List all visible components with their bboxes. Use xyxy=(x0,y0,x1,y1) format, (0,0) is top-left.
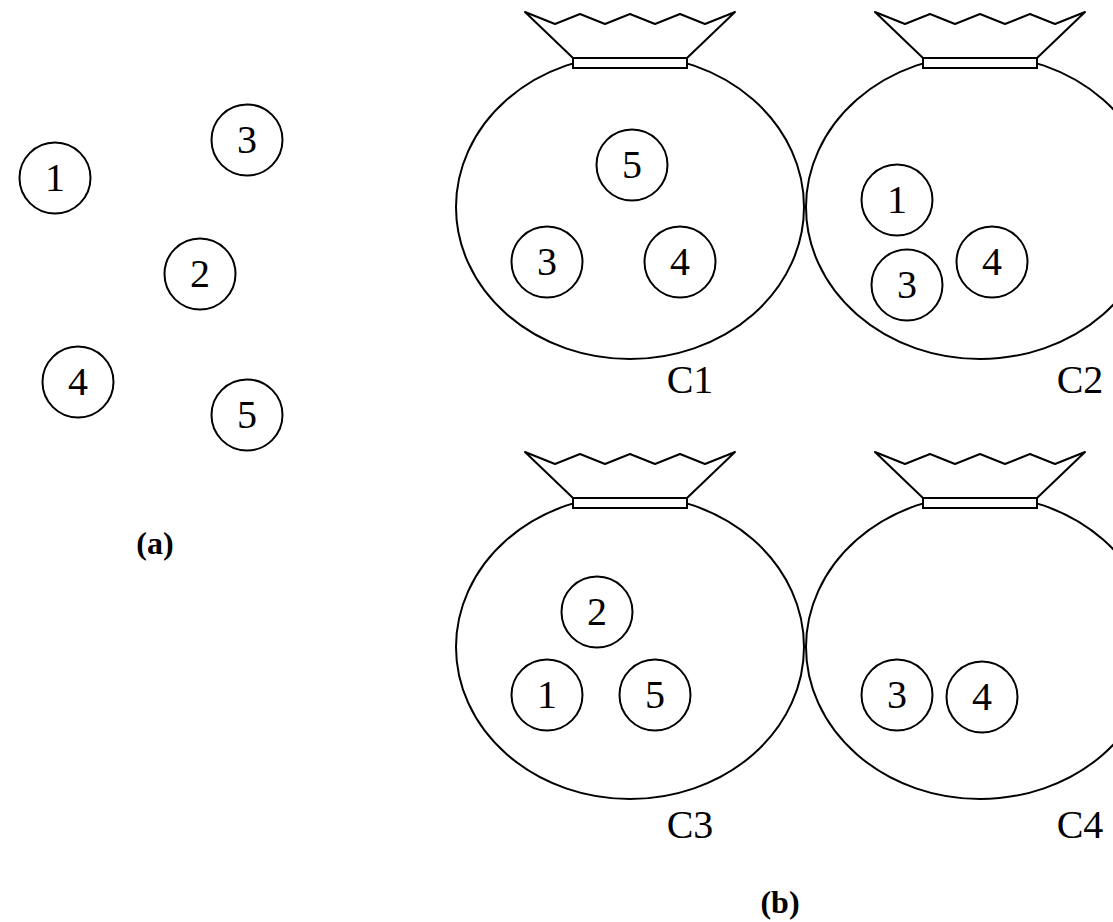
bag-set: C4 3 4 xyxy=(805,450,1113,850)
set-label: C4 xyxy=(1057,805,1104,845)
shape-outline xyxy=(455,450,805,850)
ball-circle: 3 xyxy=(860,658,934,732)
bag-set: C1 5 3 4 xyxy=(455,10,805,410)
ball-number: 1 xyxy=(45,158,65,198)
ball-number: 3 xyxy=(537,242,557,282)
set-label: C1 xyxy=(667,360,714,400)
figure-label: (a) xyxy=(136,527,173,559)
ball-number: 3 xyxy=(237,120,257,160)
ball-number: 5 xyxy=(237,395,257,435)
ball-number: 1 xyxy=(887,180,907,220)
ball-number: 2 xyxy=(190,254,210,294)
ball-number: 4 xyxy=(972,677,992,717)
ball-number: 5 xyxy=(645,675,665,715)
ball-circle: 3 xyxy=(870,248,944,322)
ball-circle: 5 xyxy=(210,378,284,452)
ball-number: 4 xyxy=(982,242,1002,282)
bag-set: C2 1 3 4 xyxy=(805,10,1113,410)
ball-circle: 5 xyxy=(595,128,669,202)
ball-circle: 4 xyxy=(41,345,115,419)
set-label: C2 xyxy=(1057,360,1104,400)
ball-number: 4 xyxy=(670,242,690,282)
ball-number: 2 xyxy=(587,592,607,632)
ball-number: 5 xyxy=(622,145,642,185)
shape-outline xyxy=(805,450,1113,850)
ball-circle: 1 xyxy=(18,141,92,215)
ball-circle: 2 xyxy=(560,575,634,649)
shape-outline xyxy=(455,10,805,410)
ball-circle: 5 xyxy=(618,658,692,732)
ball-circle: 4 xyxy=(955,225,1029,299)
ball-number: 4 xyxy=(68,362,88,402)
ball-circle: 2 xyxy=(163,237,237,311)
set-label: C3 xyxy=(667,805,714,845)
ball-circle: 4 xyxy=(643,225,717,299)
ball-number: 1 xyxy=(537,675,557,715)
ball-circle: 1 xyxy=(860,163,934,237)
bag-set: C3 2 1 5 xyxy=(455,450,805,850)
ball-circle: 3 xyxy=(210,103,284,177)
ball-circle: 1 xyxy=(510,658,584,732)
ball-number: 3 xyxy=(897,265,917,305)
ball-number: 3 xyxy=(887,675,907,715)
ball-circle: 4 xyxy=(945,660,1019,734)
figure-label: (b) xyxy=(760,886,799,918)
shape-outline xyxy=(805,10,1113,410)
ball-circle: 3 xyxy=(510,225,584,299)
